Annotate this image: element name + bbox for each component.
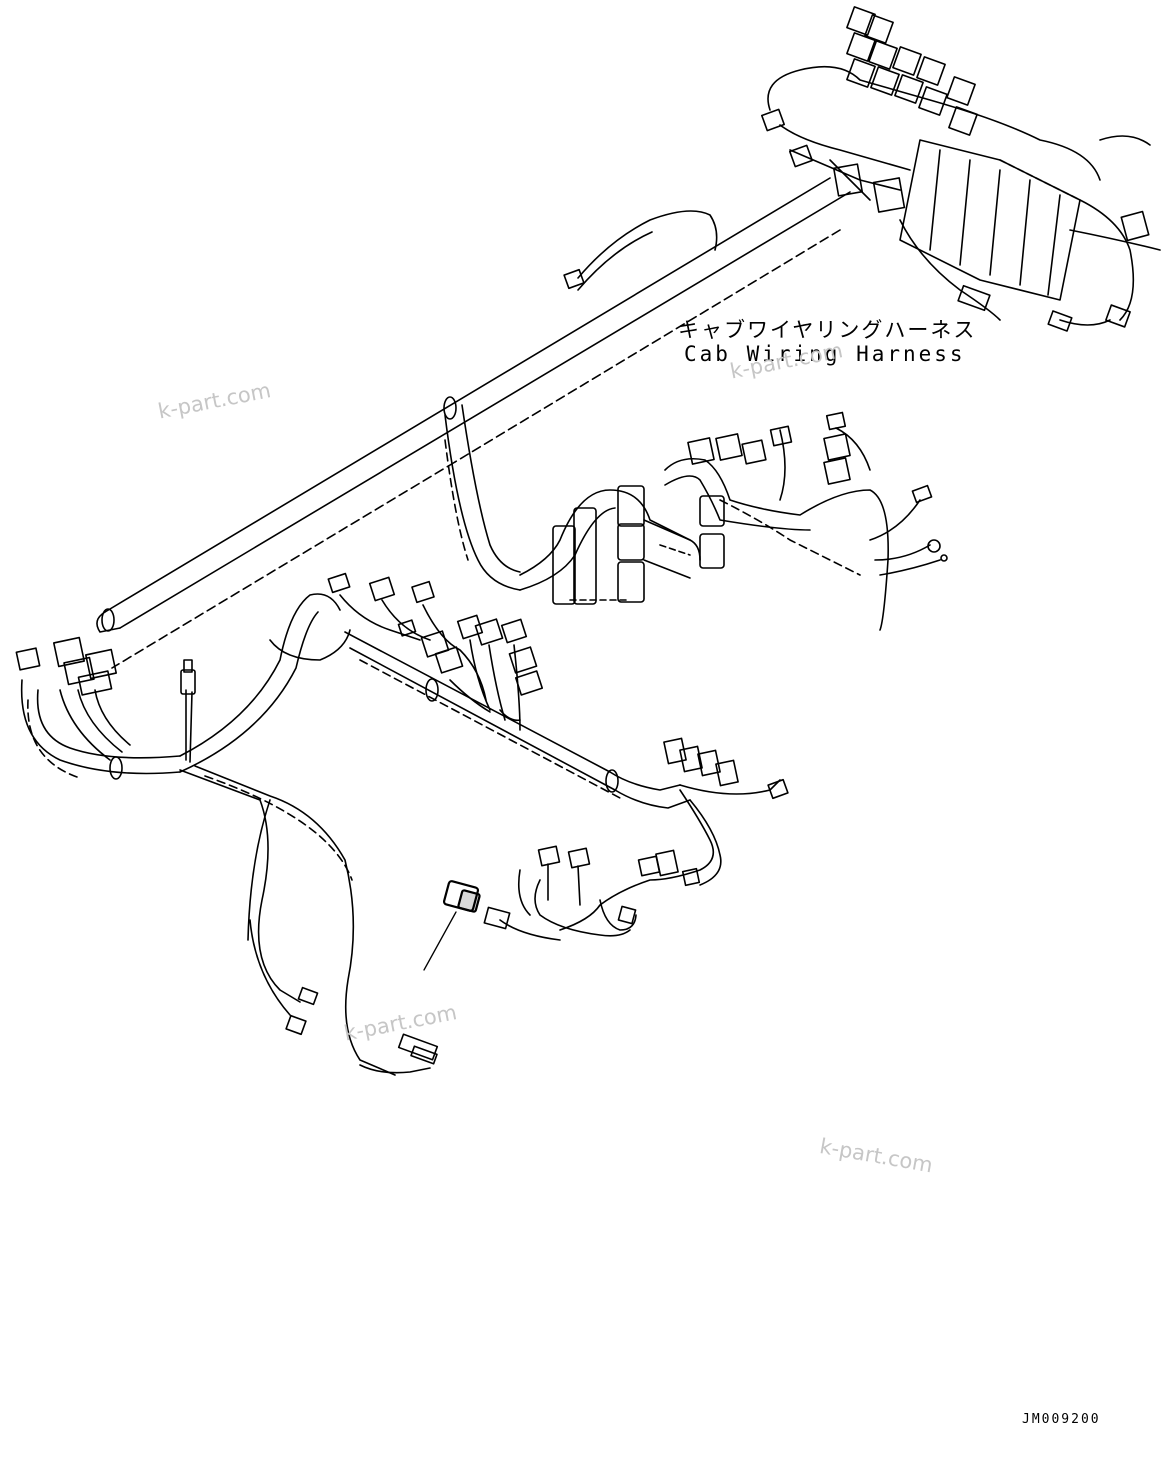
harness-title-english: Cab Wiring Harness — [684, 342, 966, 366]
drawing-code: JM009200 — [1022, 1412, 1101, 1427]
top-wire-loop — [563, 210, 718, 291]
left-connectors — [15, 636, 118, 696]
right-harness — [664, 411, 948, 631]
center-right-stack — [519, 485, 701, 605]
lower-right-harness — [483, 737, 789, 941]
left-hanging-wires — [179, 765, 439, 1076]
highlighted-connector — [423, 880, 481, 971]
fuse-relay-block — [761, 6, 1161, 332]
main-trunk — [96, 177, 851, 669]
lower-trunk — [179, 593, 691, 809]
left-loop-tube — [20, 679, 181, 780]
center-connector-cluster — [327, 572, 544, 731]
harness-title-japanese: キャブワイヤリングハーネス — [678, 318, 977, 342]
left-small-drop — [180, 659, 196, 763]
center-drop-tube — [444, 404, 521, 591]
